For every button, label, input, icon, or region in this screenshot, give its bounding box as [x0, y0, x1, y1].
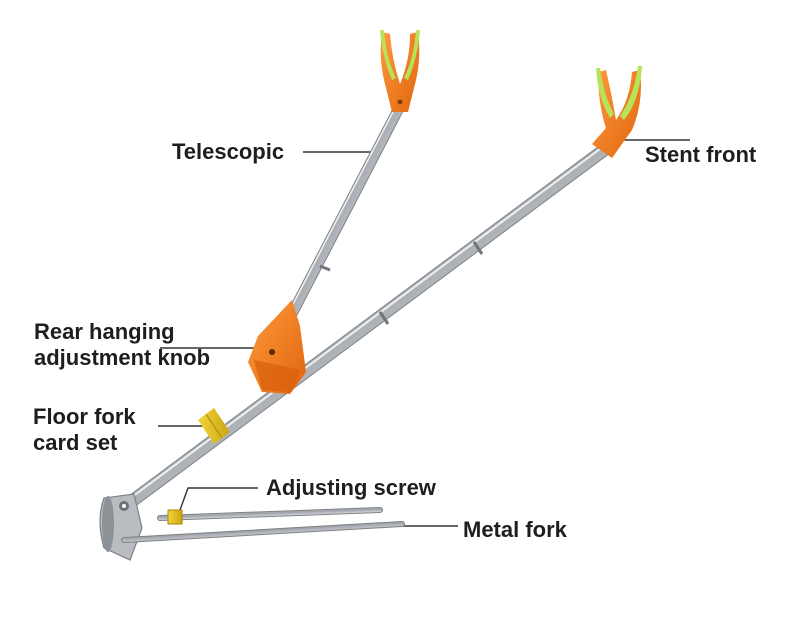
rear-adjustment-knob [248, 300, 306, 394]
label-adjusting-screw-text: Adjusting screw [266, 475, 436, 500]
label-rear-knob: Rear hanging adjustment knob [34, 319, 210, 371]
label-metal-fork-text: Metal fork [463, 517, 567, 542]
label-rear-knob-line2: adjustment knob [34, 345, 211, 370]
stent-front-y-fork [592, 66, 642, 158]
label-metal-fork: Metal fork [463, 517, 567, 543]
label-telescopic-text: Telescopic [172, 139, 285, 164]
main-pole [113, 143, 611, 517]
metal-fork [121, 507, 405, 543]
label-floor-fork-line2: card set [33, 430, 118, 455]
label-stent-front: Stent front [645, 142, 756, 168]
base-hinge [99, 493, 143, 561]
telescopic-y-fork [380, 30, 420, 112]
label-floor-fork-line1: Floor fork [33, 404, 136, 429]
adjusting-screw [167, 509, 183, 525]
label-stent-front-text: Stent front [645, 142, 757, 167]
floor-fork-card-set [198, 408, 230, 444]
label-telescopic: Telescopic [172, 139, 284, 165]
label-adjusting-screw: Adjusting screw [266, 475, 436, 501]
label-floor-fork: Floor fork card set [33, 404, 136, 456]
leader-lines [158, 139, 690, 527]
leader-adjusting-screw [179, 487, 258, 511]
label-rear-knob-line1: Rear hanging [34, 319, 175, 344]
